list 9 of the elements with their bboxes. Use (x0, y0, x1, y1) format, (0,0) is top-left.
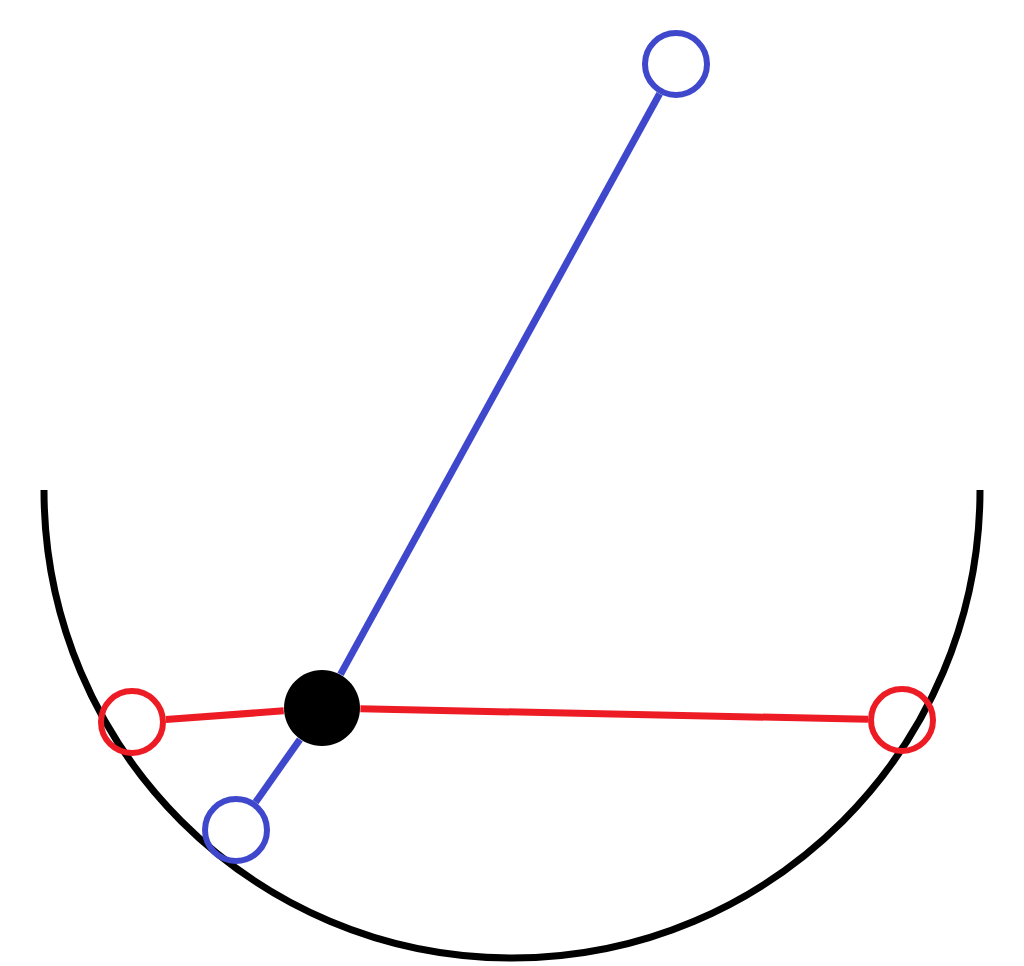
connector-line (165, 707, 284, 723)
ring-marker (642, 30, 710, 98)
pivot-dot (284, 670, 360, 746)
connector-line (360, 705, 869, 723)
connector-line (252, 737, 303, 805)
connector-line (337, 92, 663, 677)
ring-marker (98, 688, 166, 756)
ring-marker (202, 796, 270, 864)
ring-marker (868, 686, 936, 754)
